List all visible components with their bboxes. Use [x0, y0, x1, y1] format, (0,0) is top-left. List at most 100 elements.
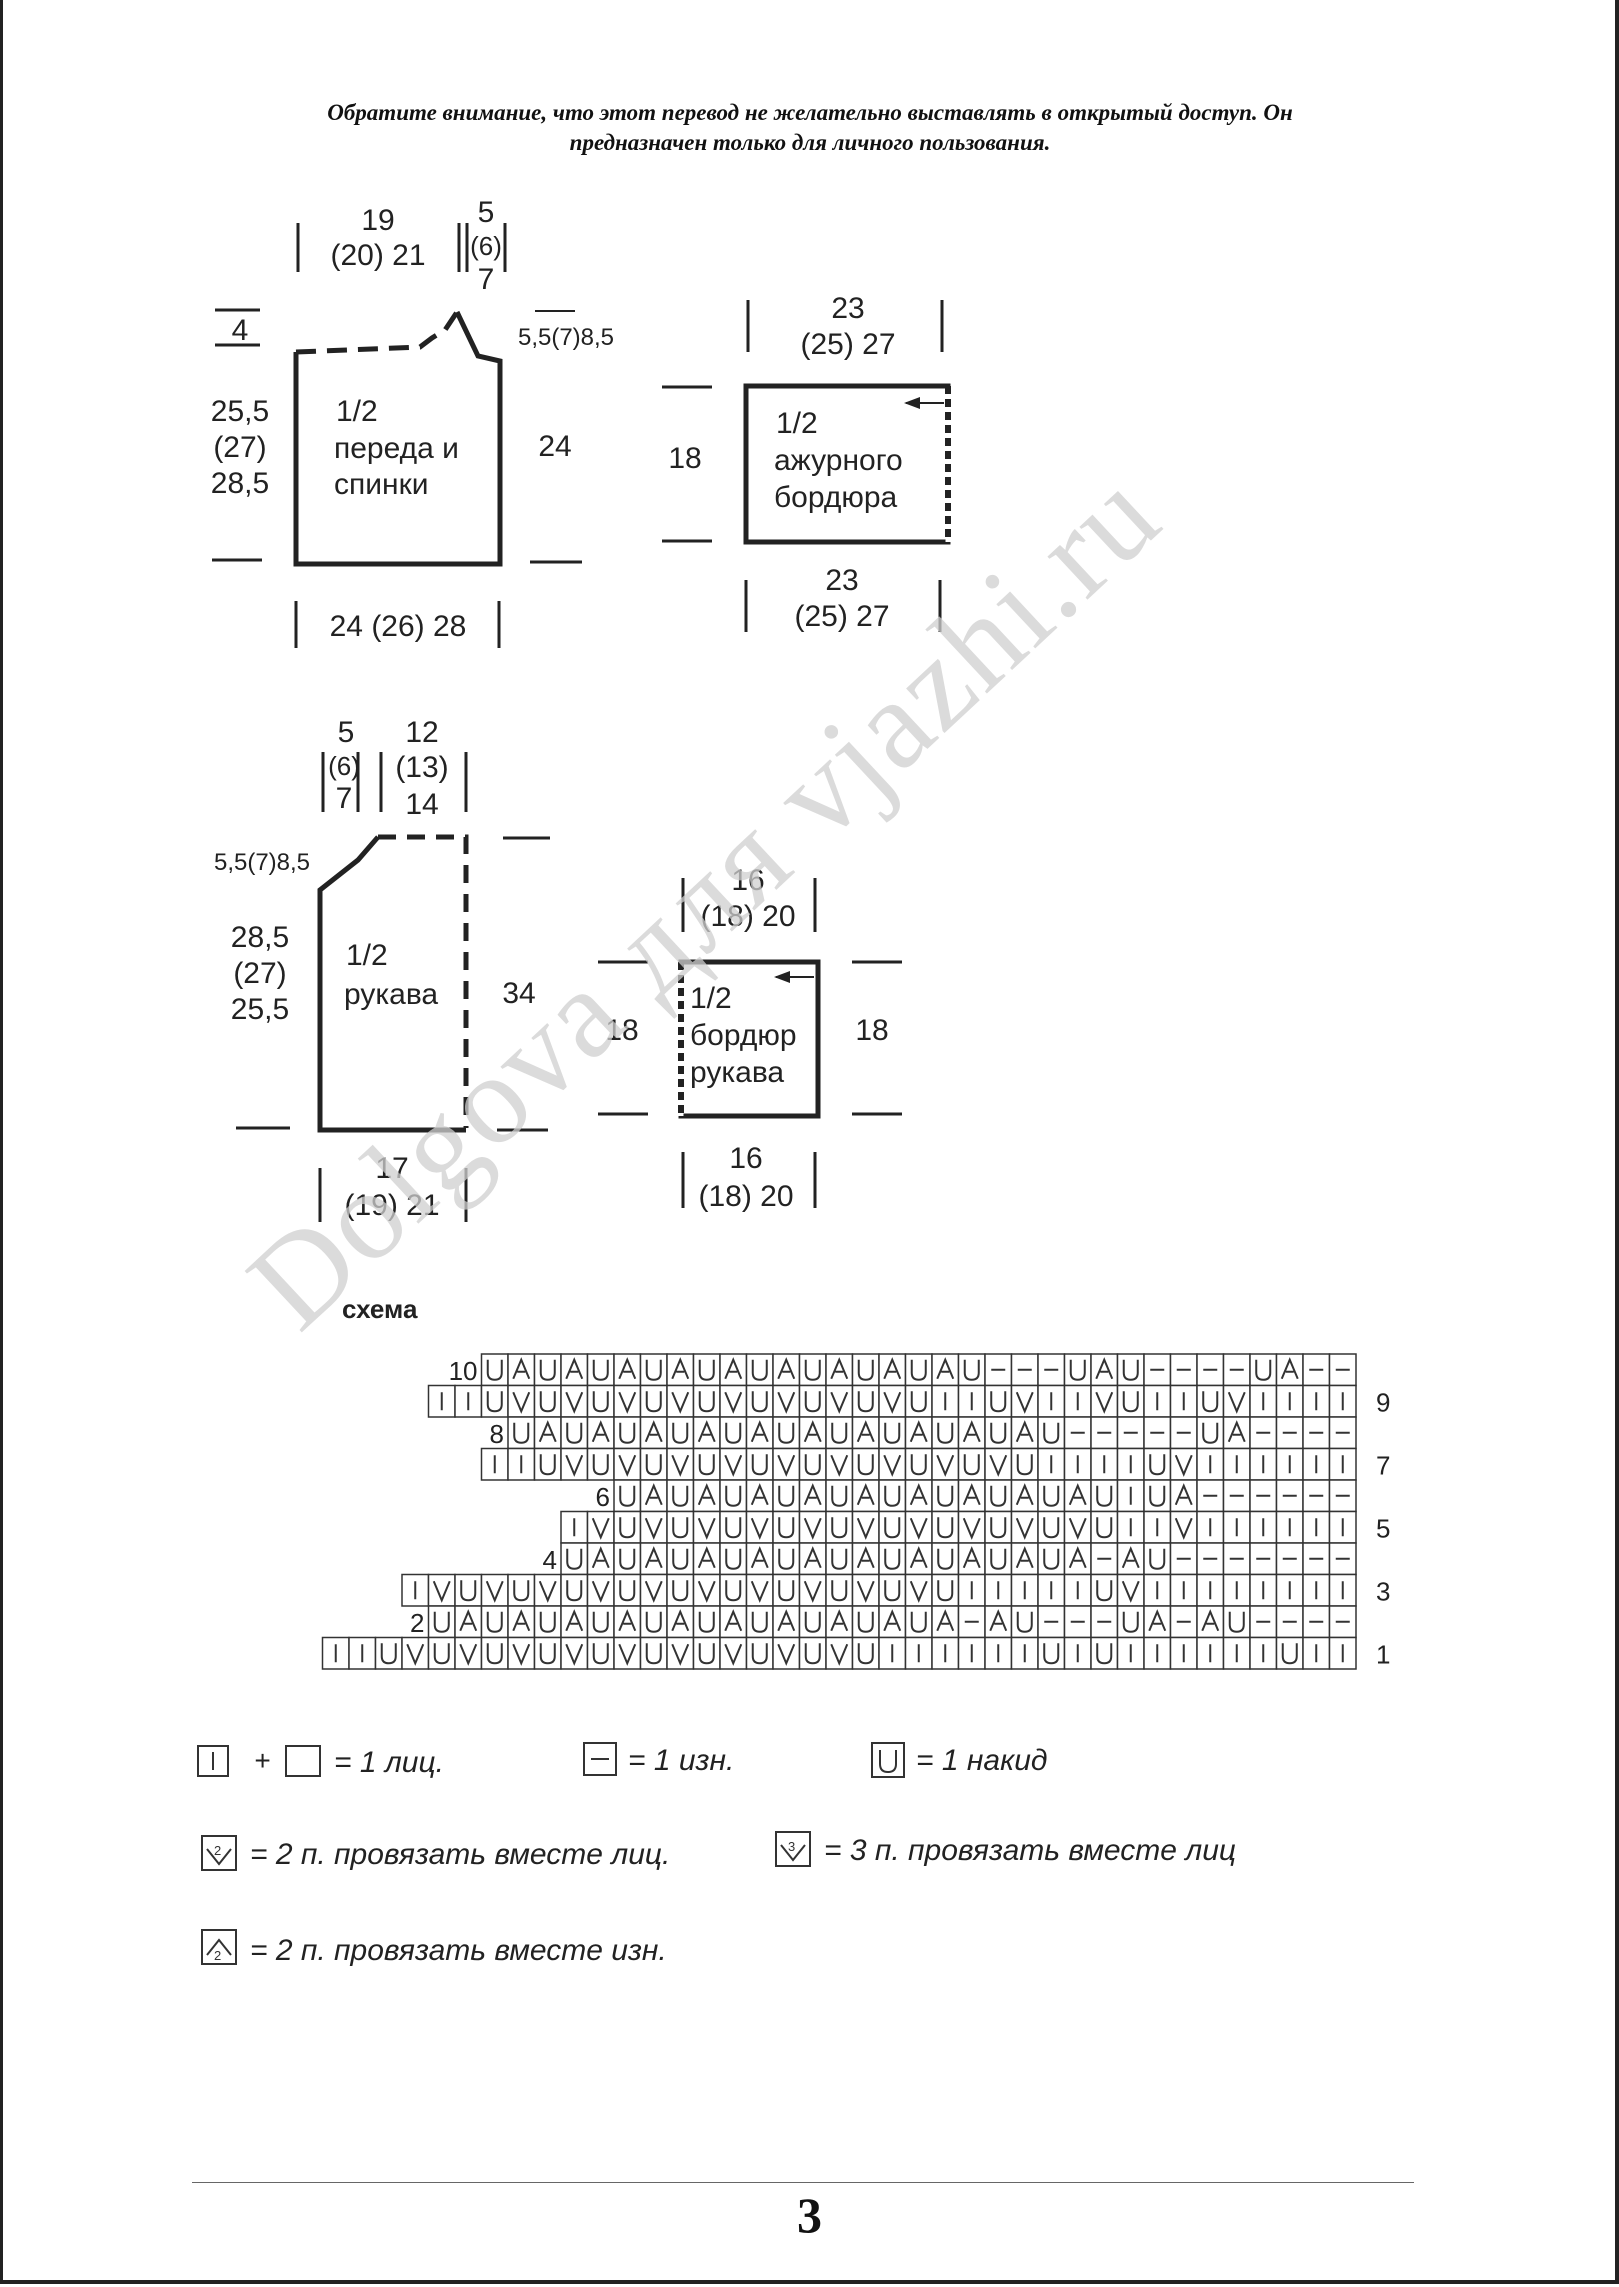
- chart-row-number: 7: [1376, 1450, 1390, 1480]
- chart-cell: [348, 1636, 377, 1670]
- body-top-width-2: (20) 21: [330, 239, 425, 272]
- body-shoulder-1: 5: [478, 196, 495, 229]
- legend-k3tog-text: = 3 п. провязать вместе лиц: [824, 1834, 1236, 1867]
- chart-row-number: 4: [543, 1545, 557, 1575]
- chart-cell: [639, 1605, 668, 1639]
- chart-cell: [639, 1479, 668, 1513]
- lace-label-1: 1/2: [776, 407, 818, 440]
- knit-empty-icon: [285, 1745, 321, 1777]
- chart-cell: [984, 1353, 1013, 1387]
- chart-cell: [1169, 1510, 1198, 1544]
- chart-cell: [1222, 1416, 1251, 1450]
- chart-cell: [1090, 1416, 1119, 1450]
- chart-cell: [427, 1384, 456, 1418]
- chart-cell: [613, 1416, 642, 1450]
- chart-cell: [719, 1573, 748, 1607]
- p2tog-icon: [201, 1929, 237, 1965]
- chart-cell: [772, 1636, 801, 1670]
- chart-cell: [1169, 1542, 1198, 1576]
- chart-cell: [878, 1416, 907, 1450]
- chart-cell: [639, 1353, 668, 1387]
- chart-cell: [1196, 1510, 1225, 1544]
- chart-cell: [798, 1605, 827, 1639]
- svg-text:3: 3: [788, 1839, 795, 1854]
- chart-cell: [1116, 1479, 1145, 1513]
- body-shoulder-2: (6): [470, 231, 502, 261]
- chart-cell: [560, 1605, 589, 1639]
- chart-cell: [719, 1636, 748, 1670]
- chart-cell: [1090, 1636, 1119, 1670]
- sleeve-labels: 5 (6) 7 12 (13) 14 5,5(7)8,5 28,5 (27) 2…: [214, 716, 536, 1222]
- chart-cell: [1143, 1510, 1172, 1544]
- chart-cell: [692, 1416, 721, 1450]
- chart-cell: [1302, 1384, 1331, 1418]
- chart-cell: [613, 1353, 642, 1387]
- chart-cell: [1090, 1510, 1119, 1544]
- chart-cell: [957, 1636, 986, 1670]
- chart-cell: [825, 1605, 854, 1639]
- chart-cell: [1169, 1605, 1198, 1639]
- legend-purl-text: = 1 изн.: [628, 1744, 734, 1777]
- chart-cell: [1037, 1447, 1066, 1481]
- chart-cell: [851, 1573, 880, 1607]
- chart-cell: [1169, 1447, 1198, 1481]
- chart-cell: [719, 1384, 748, 1418]
- chart-cell: [851, 1353, 880, 1387]
- chart-cell: [666, 1636, 695, 1670]
- chart-cell: [1143, 1447, 1172, 1481]
- chart-cell: [454, 1573, 483, 1607]
- chart-cell: [719, 1542, 748, 1576]
- body-top-width-1: 19: [361, 204, 394, 237]
- sleeve-height-1: 28,5: [231, 921, 289, 954]
- chart-cell: [1275, 1416, 1304, 1450]
- body-shoulder-3: 7: [478, 263, 495, 296]
- page-number: 3: [797, 2187, 822, 2243]
- chart-cell: [772, 1479, 801, 1513]
- chart-cell: [1275, 1605, 1304, 1639]
- chart-cell: [931, 1510, 960, 1544]
- sleeve-border-label-2: бордюр: [690, 1019, 797, 1052]
- chart-cell: [1010, 1353, 1039, 1387]
- sleeve-height-2: (27): [233, 957, 286, 990]
- chart-cell: [666, 1510, 695, 1544]
- chart-cell: [957, 1416, 986, 1450]
- lace-bottom-width-1: 23: [825, 564, 858, 597]
- chart-cell: [454, 1605, 483, 1639]
- chart-cell: [984, 1479, 1013, 1513]
- body-label-3: спинки: [334, 468, 428, 501]
- chart-cell: [825, 1353, 854, 1387]
- chart-cell: [878, 1479, 907, 1513]
- chart-cell: [1063, 1510, 1092, 1544]
- chart-cell: [1302, 1353, 1331, 1387]
- chart-cell: [851, 1636, 880, 1670]
- chart-row-number: 8: [490, 1419, 504, 1449]
- chart-cell: [666, 1416, 695, 1450]
- chart-cell: [666, 1447, 695, 1481]
- chart-cell: [931, 1542, 960, 1576]
- chart-cell: [772, 1384, 801, 1418]
- chart-cell: [825, 1510, 854, 1544]
- chart-cell: [454, 1384, 483, 1418]
- chart-cell: [1143, 1353, 1172, 1387]
- chart-cell: [798, 1636, 827, 1670]
- sleeve-piece: [236, 752, 550, 1222]
- chart-cell: [1302, 1636, 1331, 1670]
- chart-cell: [613, 1510, 642, 1544]
- chart-cell: [957, 1573, 986, 1607]
- chart-cell: [1116, 1573, 1145, 1607]
- legend-k2tog-text: = 2 п. провязать вместе лиц.: [250, 1838, 670, 1871]
- sleeve-border-right-height: 18: [855, 1014, 888, 1047]
- chart-cell: [1302, 1479, 1331, 1513]
- chart-cell: [454, 1636, 483, 1670]
- chart-cell: [560, 1636, 589, 1670]
- chart-cell: [984, 1510, 1013, 1544]
- body-height-1: 25,5: [211, 395, 269, 428]
- lace-label-2: ажурного: [774, 444, 903, 477]
- chart-cell: [560, 1573, 589, 1607]
- chart-cell: [560, 1542, 589, 1576]
- chart-cell: [772, 1510, 801, 1544]
- chart-cell: [427, 1605, 456, 1639]
- chart-cell: [1037, 1573, 1066, 1607]
- chart-cell: [1249, 1447, 1278, 1481]
